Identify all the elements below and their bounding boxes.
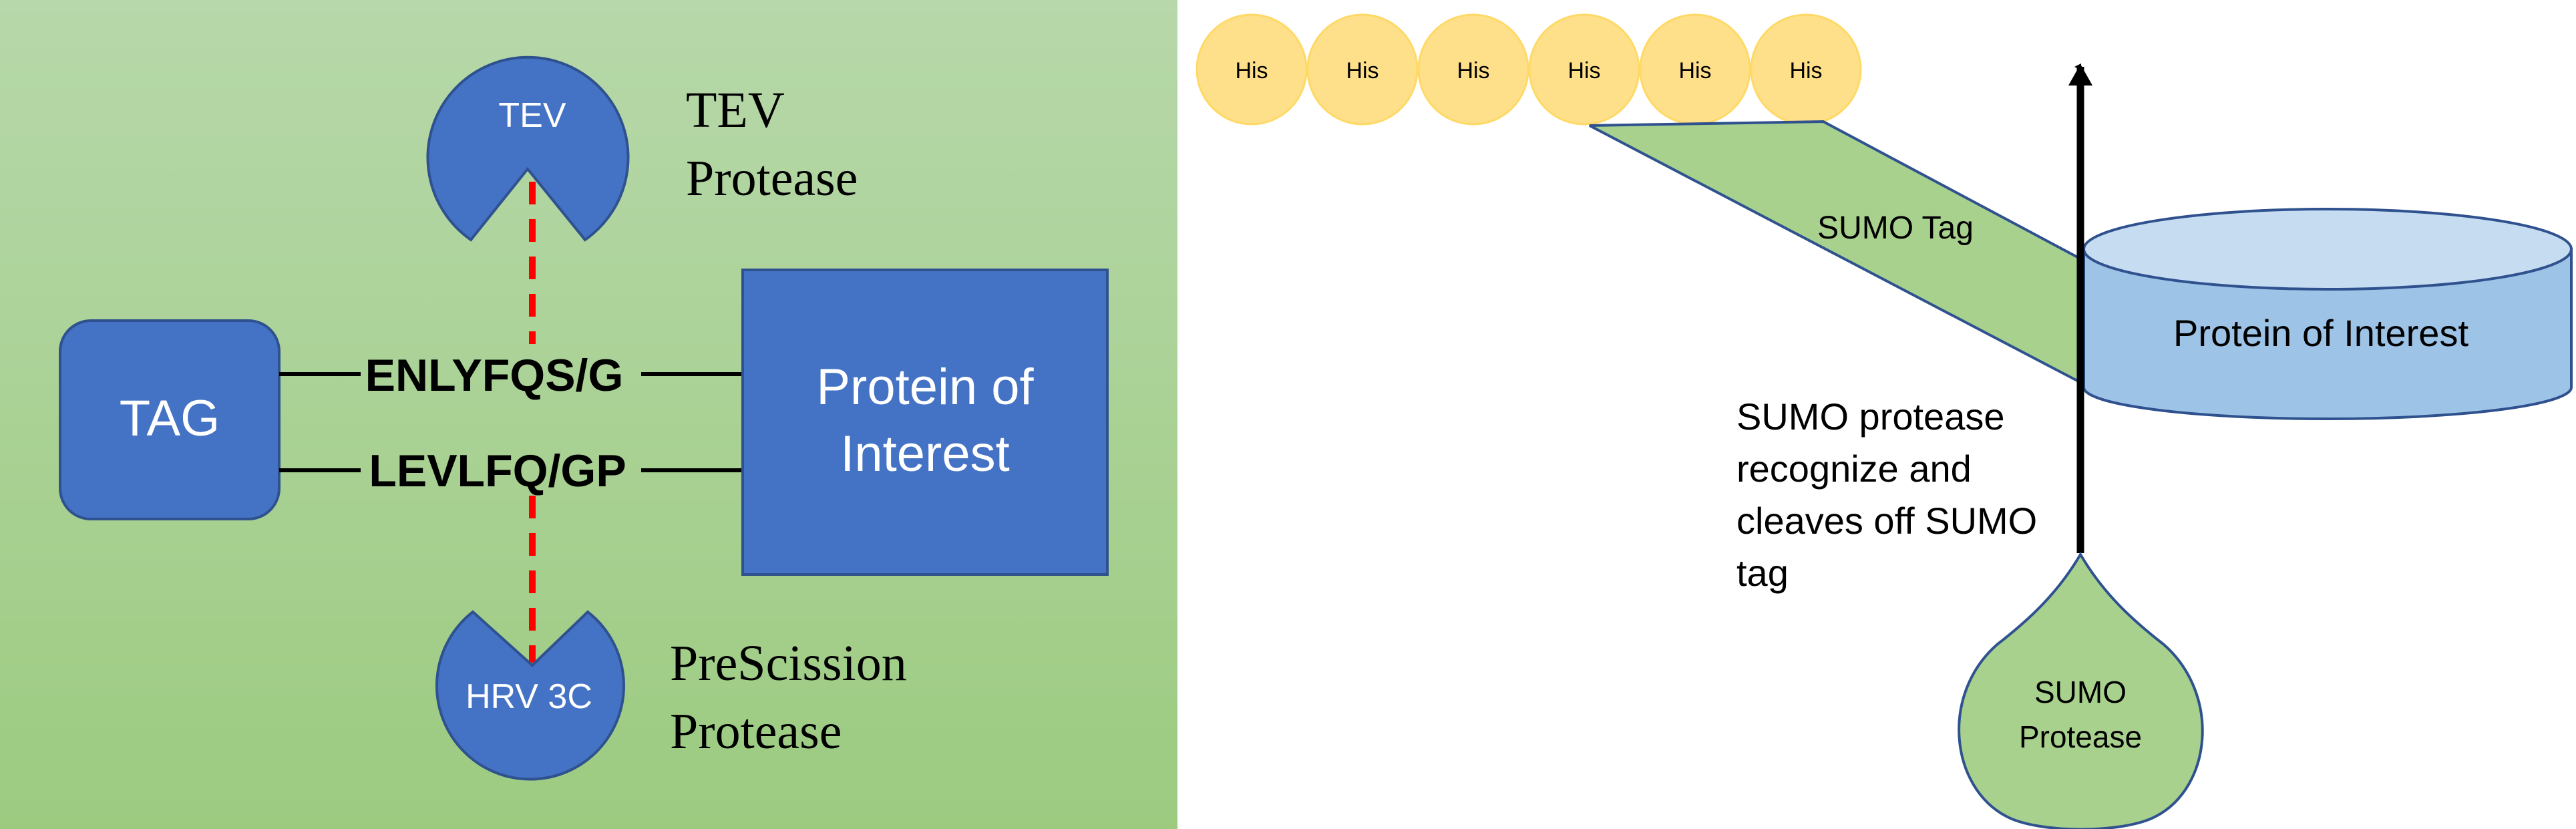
his-residue-label: His [1789,58,1822,84]
sumo-description-line3: cleaves off SUMO [1736,500,2037,542]
his-residue-label: His [1235,58,1268,84]
hrv-3c-enzyme-label: HRV 3C [466,677,592,716]
tev-protease-title-line2: Protease [686,150,858,206]
protein-cylinder-body [2082,248,2573,420]
protein-label-line1: Protein of [816,359,1034,416]
tev-enzyme-shape [426,55,630,242]
his-residue-label: His [1346,58,1378,84]
tev-recognition-sequence: ENLYFQS/G [365,350,624,401]
sumo-protease-shape [1958,552,2204,829]
his-residue-circle [1195,13,1308,126]
tev-enzyme-label: TEV [498,96,566,135]
hrv-3c-enzyme-shape [435,610,625,781]
sumo-tag-label: SUMO Tag [1817,210,1974,246]
left-panel: TEV TEV Protease TAG ENLYFQS/G LEVLFQ/GP… [0,0,1177,829]
tag-box [59,319,281,520]
right-panel: His His His His His His SUMO Tag Protein of I… [1195,13,2573,829]
sumo-tag-shape [1589,120,2085,387]
sumo-protease-label-line1: SUMO [2034,675,2127,709]
tag-label: TAG [120,390,220,447]
protein-cylinder-top [2082,208,2573,291]
sumo-description-line1: SUMO protease [1736,395,2005,438]
sumo-description-line4: tag [1736,552,1789,594]
sumo-description-line2: recognize and [1736,448,1972,490]
protein-label-line2: Interest [840,426,1009,482]
sumo-protease-label-line2: Protease [2019,719,2142,754]
his-residue-circle [1306,13,1419,126]
prescission-protease-title-line1: PreScission [670,635,907,691]
his-residue-label: His [1457,58,1489,84]
his-residue-circle [1528,13,1640,126]
prescission-protease-title-line2: Protease [670,703,842,760]
tev-protease-title-line1: TEV [686,82,785,138]
his-residue-label: His [1568,58,1600,84]
cleavage-arrowhead [2068,64,2092,86]
protein-cylinder-label: Protein of Interest [2173,312,2468,354]
hrv-recognition-sequence: LEVLFQ/GP [369,446,626,496]
his-residue-label: His [1678,58,1711,84]
sumo-description: SUMO protease recognize and cleaves off … [1736,395,2048,594]
his-residue-circle [1417,13,1529,126]
protein-of-interest-box [741,269,1109,576]
protein-cylinder: Protein of Interest [2082,208,2573,420]
his-tag-chain: His His His His His His [1195,13,1862,126]
